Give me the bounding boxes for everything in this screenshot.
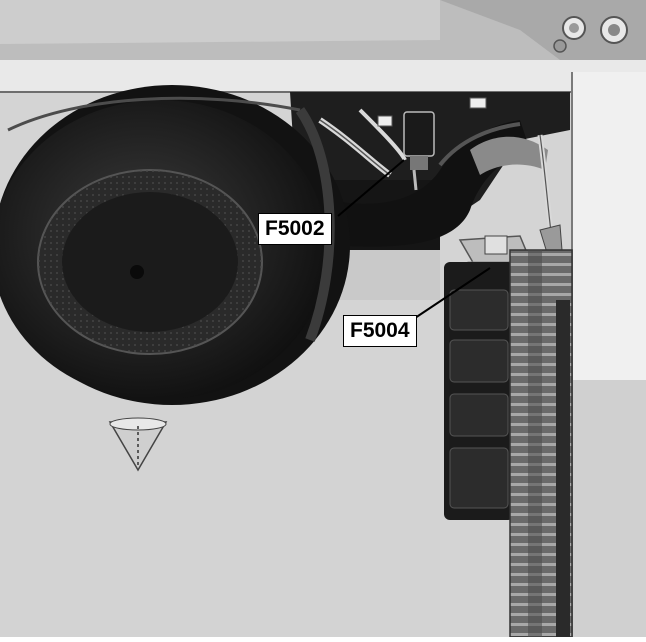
- upper-body-panel: [0, 0, 646, 93]
- floor-area: [0, 390, 440, 637]
- right-side-panel: [571, 72, 646, 637]
- callout-f5002: F5002: [258, 213, 332, 245]
- leader-line-f5002: [337, 159, 405, 217]
- connector-f5002: [377, 97, 487, 191]
- leader-lines: [337, 159, 491, 321]
- callout-f5004: F5004: [343, 315, 417, 347]
- intake-hose: [330, 120, 548, 247]
- air-filter-housing: [0, 85, 350, 405]
- mounting-bolts: [553, 16, 628, 53]
- leader-line-f5004: [411, 267, 491, 321]
- control-module: [444, 249, 573, 638]
- filter-drain-valve: [108, 417, 168, 472]
